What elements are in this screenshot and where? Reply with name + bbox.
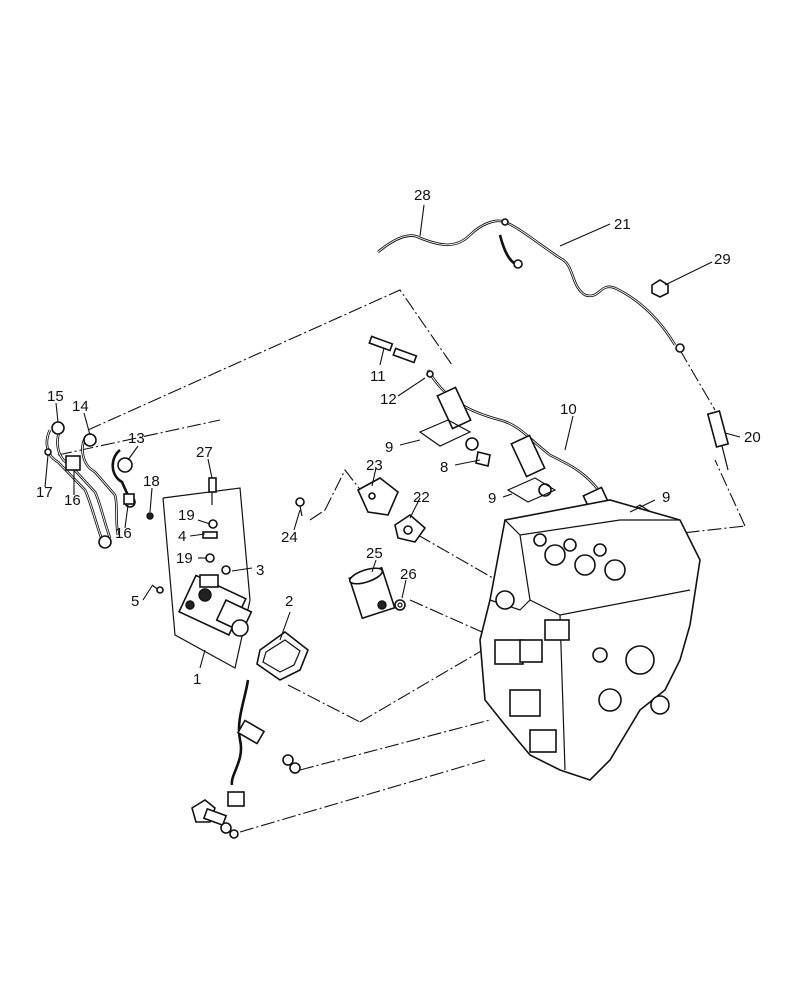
- callout-19-lower: 19: [176, 550, 193, 567]
- cover-gasket[interactable]: [394, 513, 427, 543]
- assembly-reference-lines: [57, 289, 746, 833]
- callout-24: 24: [281, 529, 298, 546]
- callout-20: 20: [744, 429, 761, 446]
- callout-16-right: 16: [115, 525, 132, 542]
- drain-plug[interactable]: [191, 791, 245, 839]
- callout-9-middle: 9: [488, 490, 496, 507]
- callout-10: 10: [560, 401, 577, 418]
- callout-21: 21: [614, 216, 631, 233]
- callout-19-upper: 19: [178, 507, 195, 524]
- glow-plug-harness[interactable]: [377, 218, 685, 353]
- bolt-24[interactable]: [295, 497, 305, 517]
- callout-8: 8: [440, 459, 448, 476]
- engine-block: [479, 499, 701, 781]
- callout-17: 17: [36, 484, 53, 501]
- callout-23: 23: [366, 457, 383, 474]
- callout-22: 22: [413, 489, 430, 506]
- callout-9-right: 9: [662, 489, 670, 506]
- nut-29[interactable]: [651, 279, 669, 298]
- callout-11: 11: [370, 368, 386, 385]
- glow-plug[interactable]: [706, 410, 730, 471]
- oil-pressure-switch[interactable]: [230, 679, 301, 786]
- callout-28: 28: [414, 187, 431, 204]
- leader-lines: [44, 204, 741, 669]
- callout-5: 5: [131, 593, 139, 610]
- callout-18: 18: [143, 473, 160, 490]
- callout-16-left: 16: [64, 492, 81, 509]
- callout-27: 27: [196, 444, 213, 461]
- callout-2: 2: [285, 593, 293, 610]
- push-rods[interactable]: [368, 335, 434, 378]
- pump-gasket[interactable]: [256, 630, 309, 681]
- callout-3: 3: [256, 562, 264, 579]
- callout-25: 25: [366, 545, 383, 562]
- stop-solenoid[interactable]: [348, 565, 396, 620]
- callout-29: 29: [714, 251, 731, 268]
- callout-12: 12: [380, 391, 397, 408]
- callout-26: 26: [400, 566, 417, 583]
- o-ring-26[interactable]: [394, 599, 406, 611]
- cover-plate[interactable]: [356, 477, 399, 516]
- callout-14: 14: [72, 398, 89, 415]
- callout-13: 13: [128, 430, 145, 447]
- callout-9-upper: 9: [385, 439, 393, 456]
- callout-1: 1: [193, 671, 201, 688]
- callout-labels: 1 2 3 4 5 8 9 9 9 10 11 12 13 14 15 16 1…: [36, 187, 761, 688]
- callout-4: 4: [178, 528, 186, 545]
- callout-15: 15: [47, 388, 64, 405]
- fuel-injection-pipes[interactable]: [44, 421, 154, 549]
- injection-pump[interactable]: [178, 574, 253, 637]
